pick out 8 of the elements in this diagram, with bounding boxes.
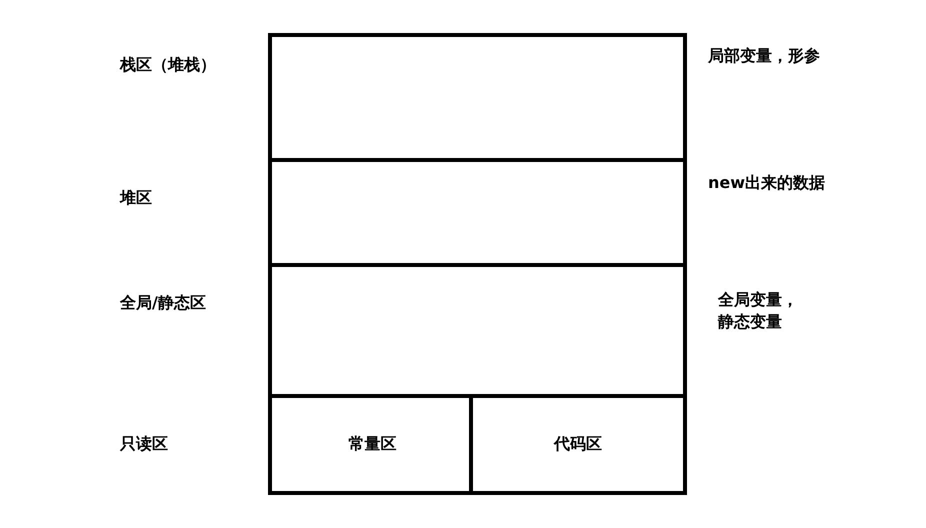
region-label: 全局/静态区: [120, 293, 206, 314]
region-description: 全局变量，静态变量: [718, 289, 799, 333]
region-label: 栈区（堆栈）: [120, 55, 216, 76]
region-description: 局部变量，形参: [708, 45, 821, 67]
memory-section: 代码区: [469, 398, 683, 491]
region-description: new出来的数据: [708, 172, 826, 194]
region-label: 只读区: [120, 434, 168, 455]
region-label: 堆区: [120, 188, 152, 209]
